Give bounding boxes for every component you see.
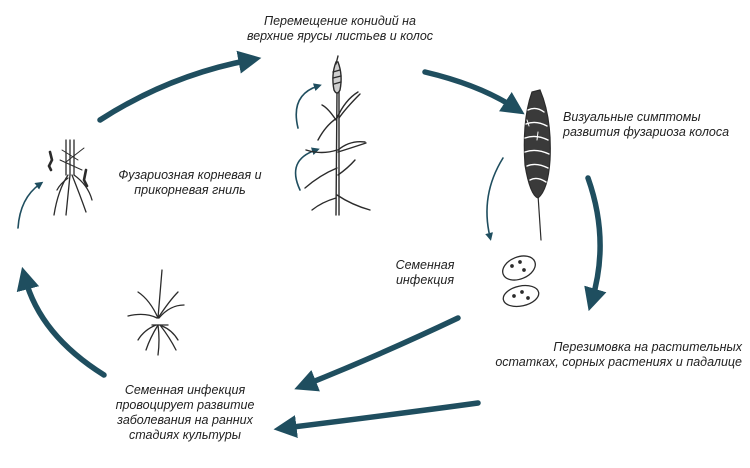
arrow-roots-to-top [97, 50, 262, 123]
small-arrow-root [17, 181, 44, 229]
label-overwintering: Перезимовка на растительных остатках, со… [495, 340, 742, 369]
arrow-overwinter-to-early-1 [294, 315, 461, 392]
label-early-disease: Семенная инфекция провоцирует развитие з… [115, 383, 255, 442]
label-conidia-spread: Перемещение конидий на верхние ярусы лис… [246, 14, 434, 43]
cycle-arrows [16, 50, 607, 439]
seedling-icon [127, 269, 185, 356]
seeds-icon [502, 255, 540, 308]
arrow-overwinter-to-early-2 [273, 400, 481, 439]
arrow-ear-to-overwinter [584, 175, 607, 312]
wheat-ear-icon [523, 89, 551, 241]
small-arrow-plant-upper [295, 83, 322, 129]
label-root-rot: Фузариозная корневая и прикорневая гниль [118, 168, 262, 197]
label-ear-symptoms: Визуальные симптомы развития фузариоза к… [563, 110, 730, 139]
small-arrow-plant-lower [294, 147, 320, 191]
root-icon [47, 139, 93, 216]
label-seed-infection: Семенная инфекция [395, 258, 455, 287]
small-arrow-ear-down [485, 157, 504, 241]
wheat-plant-icon [304, 55, 371, 216]
arrow-top-to-ear [422, 69, 525, 115]
arrow-early-to-roots [16, 266, 107, 378]
small-arrows [17, 83, 504, 241]
